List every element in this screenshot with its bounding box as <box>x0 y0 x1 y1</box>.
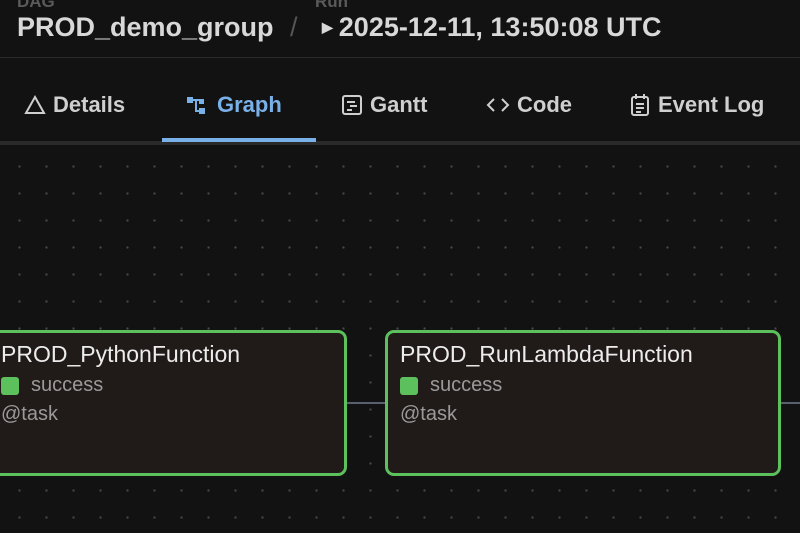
play-triangle-icon: ▶ <box>322 19 333 35</box>
tab-details[interactable]: Details <box>24 88 125 122</box>
task-operator: @task <box>400 403 457 425</box>
run-label: Run <box>315 0 349 11</box>
tab-gantt[interactable]: Gantt <box>341 88 427 122</box>
gantt-icon <box>342 95 362 115</box>
status-square-icon <box>1 376 19 395</box>
tab-divider <box>0 141 800 145</box>
code-icon <box>486 98 510 112</box>
warning-triangle-icon <box>24 94 46 114</box>
tab-event-log[interactable]: Event Log <box>629 88 764 122</box>
run-breadcrumb[interactable]: ▶ 2025-12-11, 13:50:08 UTC <box>322 12 661 43</box>
tab-bar: Details Graph Gantt Code Event Log <box>0 88 800 142</box>
graph-icon <box>187 97 205 114</box>
task-node[interactable]: PROD_RunLambdaFunction success @task <box>385 330 781 476</box>
task-name: PROD_RunLambdaFunction <box>400 341 693 367</box>
tab-code[interactable]: Code <box>486 88 572 122</box>
task-operator: @task <box>1 403 58 425</box>
status-square-icon <box>400 376 418 395</box>
dag-name-link[interactable]: PROD_demo_group <box>17 12 274 42</box>
graph-edge <box>779 402 800 404</box>
tab-graph[interactable]: Graph <box>186 88 282 122</box>
graph-edge <box>345 402 387 404</box>
task-status: success <box>31 374 104 396</box>
active-tab-indicator <box>162 138 316 142</box>
task-status: success <box>430 374 503 396</box>
dag-label: DAG <box>17 0 55 11</box>
header-divider <box>0 57 800 58</box>
task-name: PROD_PythonFunction <box>1 341 241 367</box>
calendar-icon <box>631 94 649 116</box>
run-id: 2025-12-11, 13:50:08 UTC <box>338 12 662 42</box>
task-node[interactable]: PROD_PythonFunction success @task <box>0 330 347 476</box>
breadcrumb-separator: / <box>290 12 298 42</box>
